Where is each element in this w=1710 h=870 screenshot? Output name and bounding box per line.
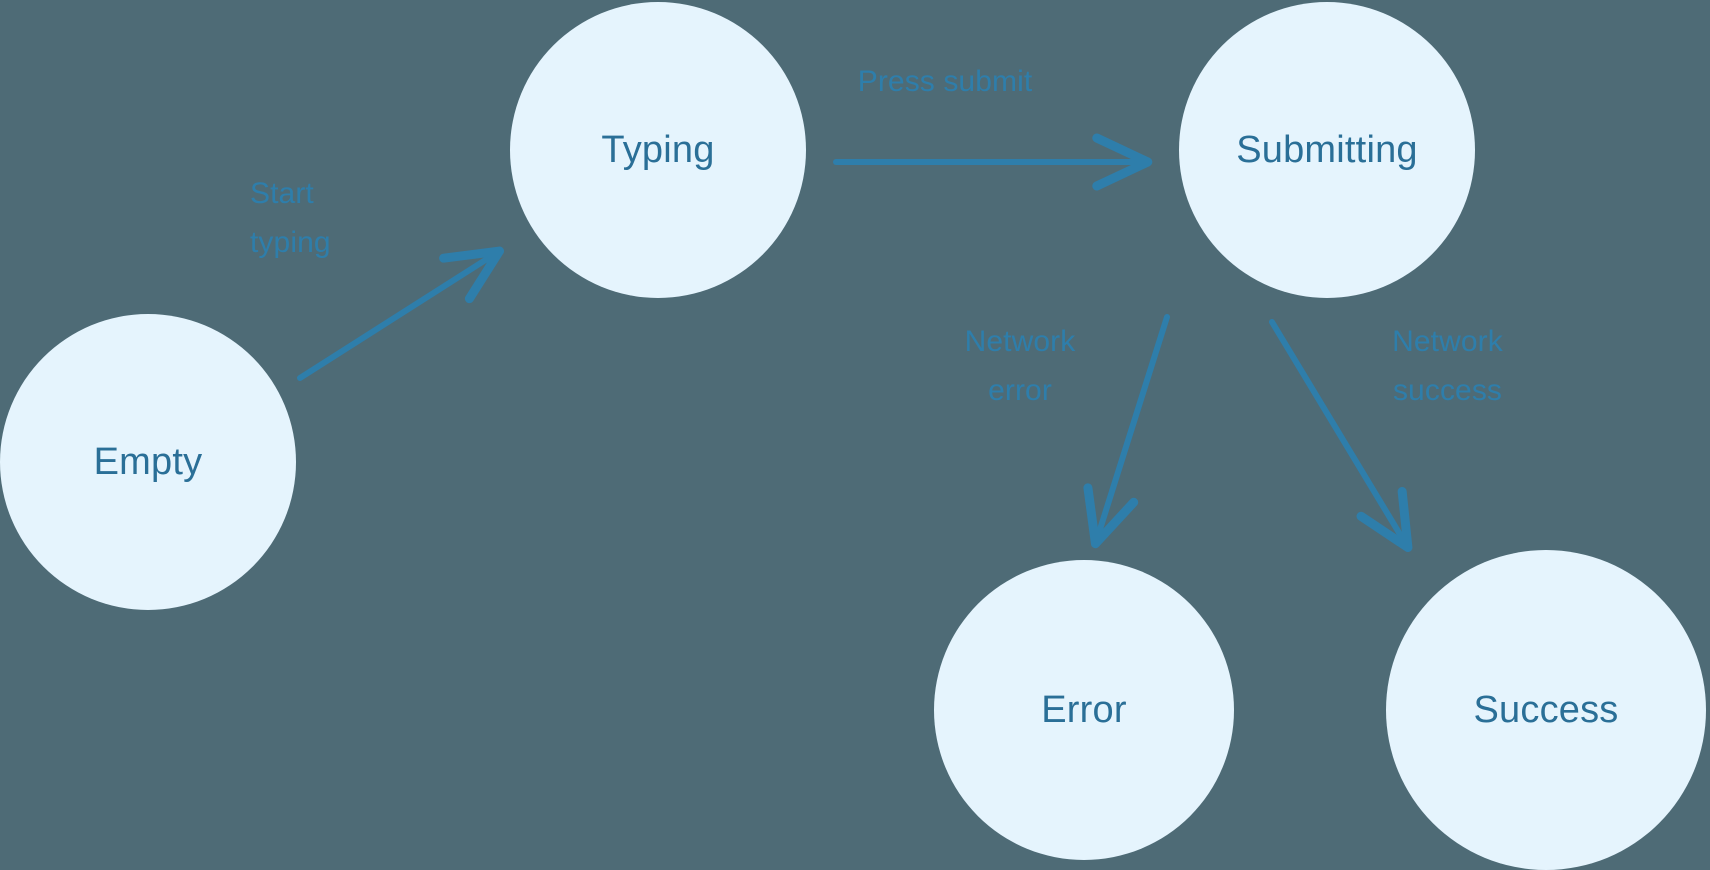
- state-node-error[interactable]: Error: [934, 560, 1234, 860]
- edge-label-press-submit: Press submit: [857, 65, 1033, 98]
- edge-submitting-to-success: [1269, 319, 1413, 553]
- edge-empty-to-typing: [297, 246, 505, 381]
- edge-label-start-typing: Start typing: [250, 177, 331, 259]
- state-node-error-label: Error: [1041, 689, 1127, 731]
- edge-label-network-error: Network error: [964, 325, 1076, 407]
- state-node-empty[interactable]: Empty: [0, 314, 296, 610]
- state-node-typing[interactable]: Typing: [510, 2, 806, 298]
- state-node-success-label: Success: [1473, 689, 1619, 731]
- state-node-submitting-label: Submitting: [1236, 129, 1418, 171]
- edge-submitting-to-error: [1083, 314, 1170, 549]
- state-node-empty-label: Empty: [93, 441, 203, 483]
- state-node-submitting[interactable]: Submitting: [1179, 2, 1475, 298]
- state-node-typing-label: Typing: [601, 129, 715, 171]
- edge-label-network-success: Network success: [1392, 325, 1503, 407]
- state-node-success[interactable]: Success: [1386, 550, 1706, 870]
